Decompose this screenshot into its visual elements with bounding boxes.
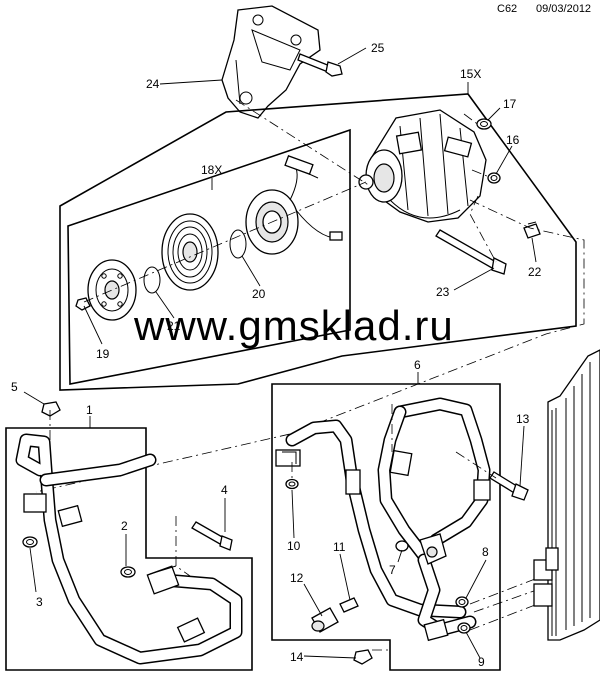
bolt-25 bbox=[297, 53, 343, 77]
bolt-13 bbox=[489, 471, 529, 501]
callout-2: 2 bbox=[121, 519, 128, 533]
o-ring-17 bbox=[476, 118, 492, 130]
condenser bbox=[533, 349, 600, 641]
leader-13 bbox=[519, 425, 525, 487]
leader-20 bbox=[241, 255, 261, 287]
callout-5: 5 bbox=[11, 380, 18, 394]
o-ring-9 bbox=[457, 622, 471, 634]
callout-24: 24 bbox=[146, 77, 160, 91]
alignment-line-a bbox=[235, 99, 371, 187]
leader-21 bbox=[155, 291, 175, 319]
o-ring-10 bbox=[285, 478, 299, 490]
leader-14 bbox=[303, 655, 357, 659]
leader-10 bbox=[291, 489, 295, 539]
alignment-line-d bbox=[471, 169, 493, 179]
callout-1: 1 bbox=[86, 403, 93, 417]
leader-12 bbox=[303, 583, 323, 617]
pressure-sensor-12 bbox=[311, 607, 339, 633]
snap-ring-21 bbox=[143, 266, 161, 294]
callout-12: 12 bbox=[290, 571, 304, 585]
leader-22 bbox=[531, 237, 537, 263]
leader-19 bbox=[83, 305, 103, 345]
leader-23 bbox=[453, 267, 495, 291]
callout-7: 7 bbox=[389, 563, 396, 577]
callout-19: 19 bbox=[96, 347, 110, 361]
o-ring-8 bbox=[455, 596, 469, 608]
o-ring-2 bbox=[120, 566, 136, 578]
leader-11 bbox=[339, 553, 351, 601]
clutch-group-box bbox=[67, 128, 351, 385]
alignment-line-j bbox=[455, 451, 497, 479]
clutch-plate-19 bbox=[87, 259, 137, 321]
callout-18x: 18X bbox=[201, 163, 222, 177]
callout-8: 8 bbox=[482, 545, 489, 559]
leader-3 bbox=[29, 547, 37, 593]
hose-assembly-6 bbox=[275, 397, 491, 642]
snap-ring bbox=[229, 229, 247, 259]
callout-15x: 15X bbox=[460, 67, 481, 81]
alignment-line-f bbox=[469, 195, 497, 263]
callout-11: 11 bbox=[333, 540, 346, 554]
callout-14: 14 bbox=[290, 650, 304, 664]
pulley-21 bbox=[161, 213, 219, 291]
o-ring-7 bbox=[395, 540, 409, 552]
leader-5 bbox=[23, 391, 45, 405]
nut-5 bbox=[41, 401, 61, 417]
callout-20: 20 bbox=[252, 287, 266, 301]
diagram-date: 09/03/2012 bbox=[536, 3, 591, 15]
leader-16 bbox=[495, 145, 513, 175]
service-valve-11 bbox=[339, 597, 359, 613]
callout-21: 21 bbox=[167, 319, 181, 333]
alignment-line-c bbox=[463, 113, 481, 127]
callout-22: 22 bbox=[528, 265, 542, 279]
hose-1-box bbox=[5, 427, 253, 671]
callout-25: 25 bbox=[371, 41, 385, 55]
bolt-4 bbox=[191, 521, 233, 551]
nut-14 bbox=[353, 649, 373, 665]
hose-6-box bbox=[271, 383, 501, 671]
nut-19 bbox=[75, 297, 91, 311]
o-ring-16 bbox=[487, 172, 501, 184]
bolt-23 bbox=[435, 229, 507, 275]
ac-compressor bbox=[358, 109, 487, 223]
callout-17: 17 bbox=[503, 97, 517, 111]
leader-9 bbox=[465, 631, 481, 659]
leader-24 bbox=[159, 79, 223, 85]
callout-4: 4 bbox=[221, 483, 228, 497]
suction-hose-1 bbox=[15, 433, 243, 665]
compressor-group-box bbox=[59, 93, 577, 391]
callout-10: 10 bbox=[287, 539, 301, 553]
alignment-line-b bbox=[83, 181, 367, 303]
clutch-coil-20 bbox=[245, 155, 343, 255]
o-ring-3 bbox=[22, 536, 38, 548]
alignment-line-h bbox=[175, 516, 191, 577]
callout-6: 6 bbox=[414, 358, 421, 372]
bracket-24 bbox=[221, 5, 321, 119]
callout-9: 9 bbox=[478, 655, 485, 669]
leader-8 bbox=[465, 559, 487, 599]
callout-13: 13 bbox=[516, 412, 530, 426]
callout-23: 23 bbox=[436, 285, 450, 299]
leader-25 bbox=[337, 47, 367, 65]
alignment-line-e bbox=[35, 199, 585, 493]
diagram-code: C62 bbox=[497, 3, 517, 15]
watermark: www.gmsklad.ru bbox=[133, 302, 454, 349]
leader-7 bbox=[397, 549, 403, 563]
callout-3: 3 bbox=[36, 595, 43, 609]
leader-17 bbox=[487, 107, 501, 121]
callout-16: 16 bbox=[506, 133, 520, 147]
